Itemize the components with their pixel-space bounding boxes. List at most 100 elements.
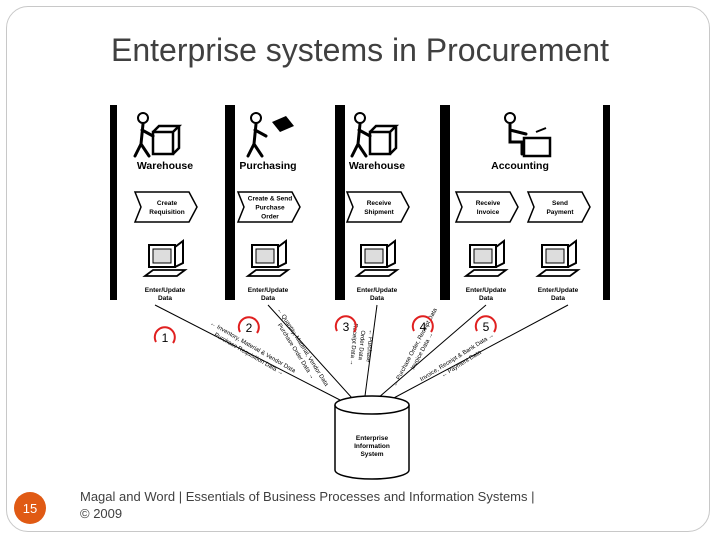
terminal-label-line: Enter/Update [145, 287, 186, 294]
lane-divider [110, 105, 117, 300]
box-shape [368, 124, 400, 156]
flow-line [364, 304, 378, 397]
terminal-label-line: Data [479, 295, 493, 302]
keyboard [142, 269, 188, 277]
keyboard [245, 269, 291, 277]
flow-line [377, 304, 487, 399]
pen [535, 127, 547, 133]
step-marker: 2 [237, 316, 260, 335]
marker-circle [474, 315, 497, 333]
lane-divider [335, 105, 345, 300]
terminal-label-line: Data [158, 295, 172, 302]
connection-lines [154, 304, 569, 401]
person-body [350, 122, 372, 158]
person-body [133, 122, 155, 158]
step-label-line: Purchase [255, 205, 285, 212]
person-head [354, 112, 366, 124]
screen [255, 248, 275, 264]
database-label-line: Enterprise [356, 435, 389, 442]
department-label: Warehouse [349, 160, 405, 172]
screen [152, 248, 172, 264]
step-label-line: Create & Send [248, 196, 292, 203]
marker-number: 5 [483, 320, 490, 334]
step-arrow-shape [236, 191, 301, 223]
terminals: Enter/UpdateDataEnter/UpdateDataEnter/Up… [142, 239, 581, 302]
marker-circle [153, 326, 176, 344]
step-label-line: Receive [367, 200, 392, 207]
step-marker: 4 [411, 315, 434, 334]
terminal-label-line: Enter/Update [248, 287, 289, 294]
box-icon [368, 124, 400, 156]
step-marker: 5 [474, 315, 497, 334]
marker-number: 2 [246, 321, 253, 335]
slide-title: Enterprise systems in Procurement [111, 32, 609, 68]
step-marker: 1 [153, 326, 176, 345]
person-head [504, 112, 516, 124]
keyboard [354, 269, 400, 277]
lane-divider [225, 105, 235, 300]
step-label-line: Send [552, 200, 568, 207]
accountant-icon [504, 112, 552, 158]
terminal-label-line: Data [261, 295, 275, 302]
step-label-line: Create [157, 200, 178, 207]
person-body [246, 122, 268, 158]
step-label-line: Receive [476, 200, 501, 207]
monitor-side [174, 239, 184, 268]
box-shape [151, 124, 183, 156]
flow-label-line: ← Quantity, Material, Vendor Data [276, 307, 330, 388]
flow-label-line: Order Data [357, 330, 366, 361]
person-body [508, 122, 528, 156]
terminal-label-line: Enter/Update [538, 287, 579, 294]
marker-number: 3 [343, 320, 350, 334]
monitor-side [386, 239, 396, 268]
marker-circle [237, 316, 260, 334]
screen [364, 248, 384, 264]
slide-frame [6, 6, 710, 532]
marker-circle [334, 315, 357, 333]
step-arrow-shape [345, 191, 410, 223]
step-label-line: Order [261, 214, 279, 221]
flow-label: ← Quantity, Material, Vendor DataPurchas… [276, 307, 330, 388]
person-head [137, 112, 149, 124]
terminal-label-line: Data [551, 295, 565, 302]
step-markers: 1 2 3 4 5 [153, 315, 497, 345]
department-label: Accounting [491, 160, 549, 172]
person-icon [350, 112, 372, 158]
database-label-line: Information [354, 443, 390, 450]
swimlanes [110, 105, 610, 300]
marker-number: 4 [420, 320, 427, 334]
flow-label-line: ← Purchase [364, 329, 373, 363]
flow-line [267, 304, 353, 399]
monitor-side [567, 239, 577, 268]
marker-circle [411, 315, 434, 333]
lane-divider [440, 105, 450, 300]
flow-label-line: Purchase Requisition Data → [213, 332, 284, 377]
keyboard [463, 269, 509, 277]
flow-line [389, 304, 569, 401]
step-label-line: Requisition [149, 209, 184, 216]
screen [473, 248, 493, 264]
database-body [334, 405, 410, 480]
footer-citation: Magal and Word | Essentials of Business … [80, 489, 535, 521]
person-head [250, 112, 262, 124]
paper-stack-icon [272, 116, 294, 132]
screen [545, 248, 565, 264]
step-arrow-shape [133, 191, 198, 223]
lane-divider [603, 105, 610, 300]
monitor-side [495, 239, 505, 268]
department-label: Warehouse [137, 160, 193, 172]
flow-label-line: Receipt Data → [348, 323, 358, 366]
step-marker: 3 [334, 315, 357, 334]
database-label-line: System [360, 451, 383, 458]
